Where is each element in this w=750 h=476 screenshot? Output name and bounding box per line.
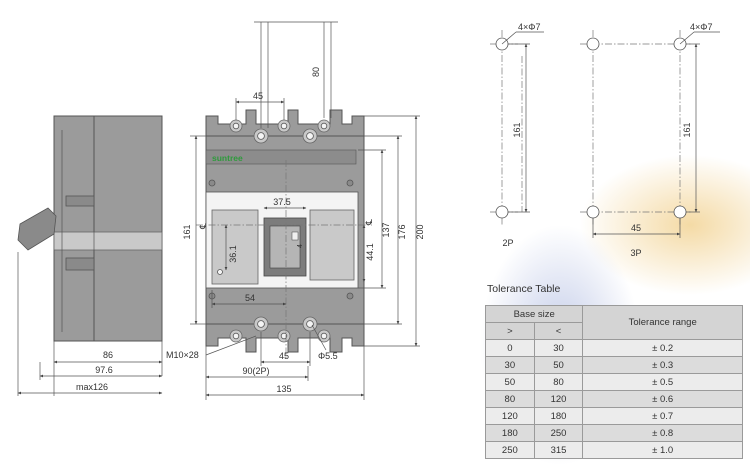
dim-pole-pitch-bottom: 45 — [279, 351, 289, 361]
dim-pole-pitch-top: 45 — [253, 91, 263, 101]
mounting-hole-pattern-3p: 4×Φ7 161 45 3P — [580, 22, 720, 258]
dim-window-width: 54 — [245, 293, 255, 303]
hole-diameter-label: Φ5.5 — [318, 351, 338, 361]
side-depth-label: 86 — [103, 350, 113, 360]
dim-vertical-3p: 161 — [682, 122, 692, 137]
label-3p: 3P — [630, 248, 641, 258]
dim-body-height-mid: 176 — [397, 224, 407, 239]
header-less-than: < — [533, 322, 584, 340]
cell-base-min: 50 — [485, 373, 535, 391]
cell-tolerance: ± 0.8 — [582, 424, 743, 442]
holes-label-3p: 4×Φ7 — [690, 22, 712, 32]
cell-base-min: 30 — [485, 356, 535, 374]
dim-mount-height: 161 — [182, 224, 192, 239]
cell-base-max: 250 — [533, 424, 584, 442]
cell-tolerance: ± 0.5 — [582, 373, 743, 391]
tolerance-table-title: Tolerance Table — [487, 283, 561, 295]
cell-base-max: 180 — [533, 407, 584, 425]
dim-horizontal-3p: 45 — [631, 223, 641, 233]
header-base-size: Base size — [484, 305, 584, 323]
header-greater-than: > — [485, 322, 535, 340]
cell-base-max: 315 — [533, 441, 584, 459]
label-2p: 2P — [502, 238, 513, 248]
cell-base-max: 50 — [533, 356, 584, 374]
dim-top-extension: 80 — [311, 67, 321, 77]
dim-window-inner: 44.1 — [365, 243, 375, 261]
dim-width-3p: 135 — [276, 384, 291, 394]
cell-tolerance: ± 0.6 — [582, 390, 743, 408]
cell-base-min: 120 — [485, 407, 535, 425]
mounting-hole-pattern-2p: 4×Φ7 161 2P — [490, 22, 544, 248]
holes-label-2p: 4×Φ7 — [518, 22, 540, 32]
side-depth-handle-label: 97.6 — [95, 365, 113, 375]
centerline-mark-left: ℄ — [198, 223, 208, 230]
front-view: suntree ℄ ℄ — [166, 21, 425, 400]
terminal-screw-label: M10×28 — [166, 350, 199, 360]
cell-base-min: 0 — [485, 339, 535, 357]
cell-tolerance: ± 0.7 — [582, 407, 743, 425]
cell-tolerance: ± 0.3 — [582, 356, 743, 374]
centerline-mark-right: ℄ — [364, 219, 374, 226]
cell-base-min: 250 — [485, 441, 535, 459]
dim-handle-offset: 36.1 — [228, 245, 238, 263]
cell-base-min: 80 — [485, 390, 535, 408]
cell-tolerance: ± 0.2 — [582, 339, 743, 357]
cell-base-min: 180 — [485, 424, 535, 442]
cell-base-max: 120 — [533, 390, 584, 408]
cell-tolerance: ± 1.0 — [582, 441, 743, 459]
dim-handle-slot: 4 — [297, 244, 304, 248]
brand-logo: suntree — [212, 153, 243, 163]
dim-window-height: 137 — [381, 222, 391, 237]
dim-width-2p: 90(2P) — [242, 366, 269, 376]
side-max-depth-label: max126 — [76, 382, 108, 392]
dim-body-height-outer: 200 — [415, 224, 425, 239]
header-tolerance-range: Tolerance range — [582, 305, 743, 340]
cell-base-max: 30 — [533, 339, 584, 357]
dim-handle-width: 37.5 — [273, 197, 291, 207]
nameplate-strip — [205, 149, 357, 165]
cell-base-max: 80 — [533, 373, 584, 391]
side-view: 86 97.6 max126 — [17, 115, 163, 396]
dim-vertical-2p: 161 — [512, 122, 522, 137]
